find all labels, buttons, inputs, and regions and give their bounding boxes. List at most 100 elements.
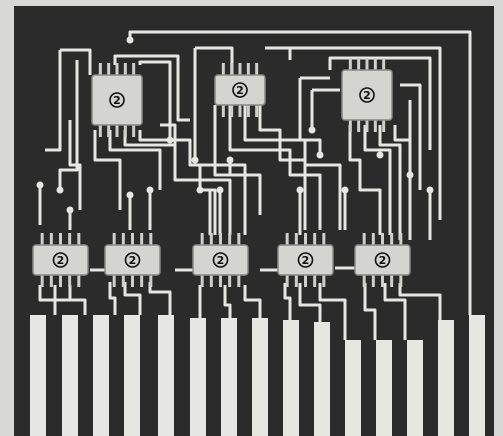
chip-pin [246, 63, 250, 75]
chip-pin [132, 125, 136, 137]
chip-pin [373, 58, 377, 70]
chip-pin [209, 275, 213, 287]
chip-label: 2 [363, 89, 371, 102]
chip-pin [373, 120, 377, 132]
chip-pin [131, 233, 134, 245]
chip-pin [237, 233, 241, 245]
chip-pin [285, 275, 289, 287]
chip-label: 2 [379, 254, 387, 267]
chip-pin [237, 275, 241, 287]
chip-7: 2 [277, 233, 334, 287]
chip-body [32, 244, 89, 276]
chip-label-circle [124, 252, 141, 268]
chip-pin [221, 63, 225, 75]
chip-pin [230, 63, 234, 75]
chip-pin [209, 233, 213, 245]
chip-pin [362, 233, 366, 245]
chip-pin [115, 63, 119, 75]
chip-label-circle [359, 87, 375, 103]
chip-pin [112, 233, 116, 245]
chip-body [341, 69, 393, 121]
chip-pin [238, 105, 242, 117]
chip-label: 2 [217, 254, 225, 267]
chip-body [91, 74, 143, 126]
chip-pin [313, 275, 317, 287]
chip-pin [68, 275, 72, 287]
chip-pin [228, 233, 232, 245]
chip-pin [59, 233, 62, 245]
chip-pin [371, 233, 375, 245]
chip-label-circle [212, 252, 229, 268]
bottom-traces [38, 266, 472, 340]
chip-pin [68, 233, 72, 245]
chip-label: 2 [236, 84, 244, 97]
chip-label: 2 [57, 254, 65, 267]
chip-pin [285, 233, 289, 245]
chip-pin [131, 275, 134, 287]
chip-pin [230, 105, 234, 117]
chip-pin [219, 275, 222, 287]
chip-body [277, 244, 334, 276]
chip-label: 2 [302, 254, 310, 267]
via-pads [36, 36, 434, 214]
chip-pin [59, 275, 62, 287]
chip-pin [348, 58, 352, 70]
chip-pin [107, 125, 111, 137]
top-traces [38, 30, 472, 300]
chip-pin [399, 275, 403, 287]
chip-pin [49, 233, 53, 245]
chip-pin [112, 275, 116, 287]
chip-pin [246, 105, 250, 117]
chip-label-circle [297, 252, 314, 268]
chip-pin [255, 105, 259, 117]
chip-pin [382, 120, 386, 132]
chip-pin [382, 58, 386, 70]
chip-pin [140, 233, 144, 245]
chip-pin [149, 233, 153, 245]
chip-label: 2 [113, 94, 121, 107]
chip-pin [219, 233, 222, 245]
chip-6: 2 [192, 233, 249, 287]
chip-pin [365, 120, 369, 132]
chip-pin [294, 275, 298, 287]
chip-pin [255, 63, 259, 75]
chip-1: 2 [91, 63, 143, 137]
chip-pin [228, 275, 232, 287]
chip-pin [322, 275, 326, 287]
chip-pin [121, 233, 125, 245]
chip-pin [140, 275, 144, 287]
chip-label-circle [374, 252, 391, 268]
chip-pin [399, 233, 403, 245]
chip-pin [381, 233, 384, 245]
chip-pin [365, 58, 369, 70]
chip-pin [221, 105, 225, 117]
chip-pin [313, 233, 317, 245]
chip-pin [390, 275, 394, 287]
chip-pin [322, 233, 326, 245]
chip-body [354, 244, 411, 276]
chip-pin [294, 233, 298, 245]
chip-2: 2 [214, 63, 266, 117]
chip-pin [304, 275, 307, 287]
chip-pin [149, 275, 153, 287]
chip-body [214, 74, 266, 106]
chip-pin [238, 63, 242, 75]
chip-pin [381, 275, 384, 287]
chip-pin [371, 275, 375, 287]
chip-pin [357, 58, 361, 70]
chip-body [192, 244, 249, 276]
chip-pin [362, 275, 366, 287]
chip-pin [77, 275, 81, 287]
chip-8: 2 [354, 233, 411, 287]
chip-body [104, 244, 161, 276]
chip-pin [304, 233, 307, 245]
chip-label-circle [109, 92, 125, 108]
chip-pin [390, 233, 394, 245]
chip-pin [121, 275, 125, 287]
chip-3: 2 [341, 58, 393, 132]
chip-pin [98, 125, 102, 137]
chip-pin [200, 233, 204, 245]
chip-label-circle [52, 252, 69, 268]
chip-pin [77, 233, 81, 245]
